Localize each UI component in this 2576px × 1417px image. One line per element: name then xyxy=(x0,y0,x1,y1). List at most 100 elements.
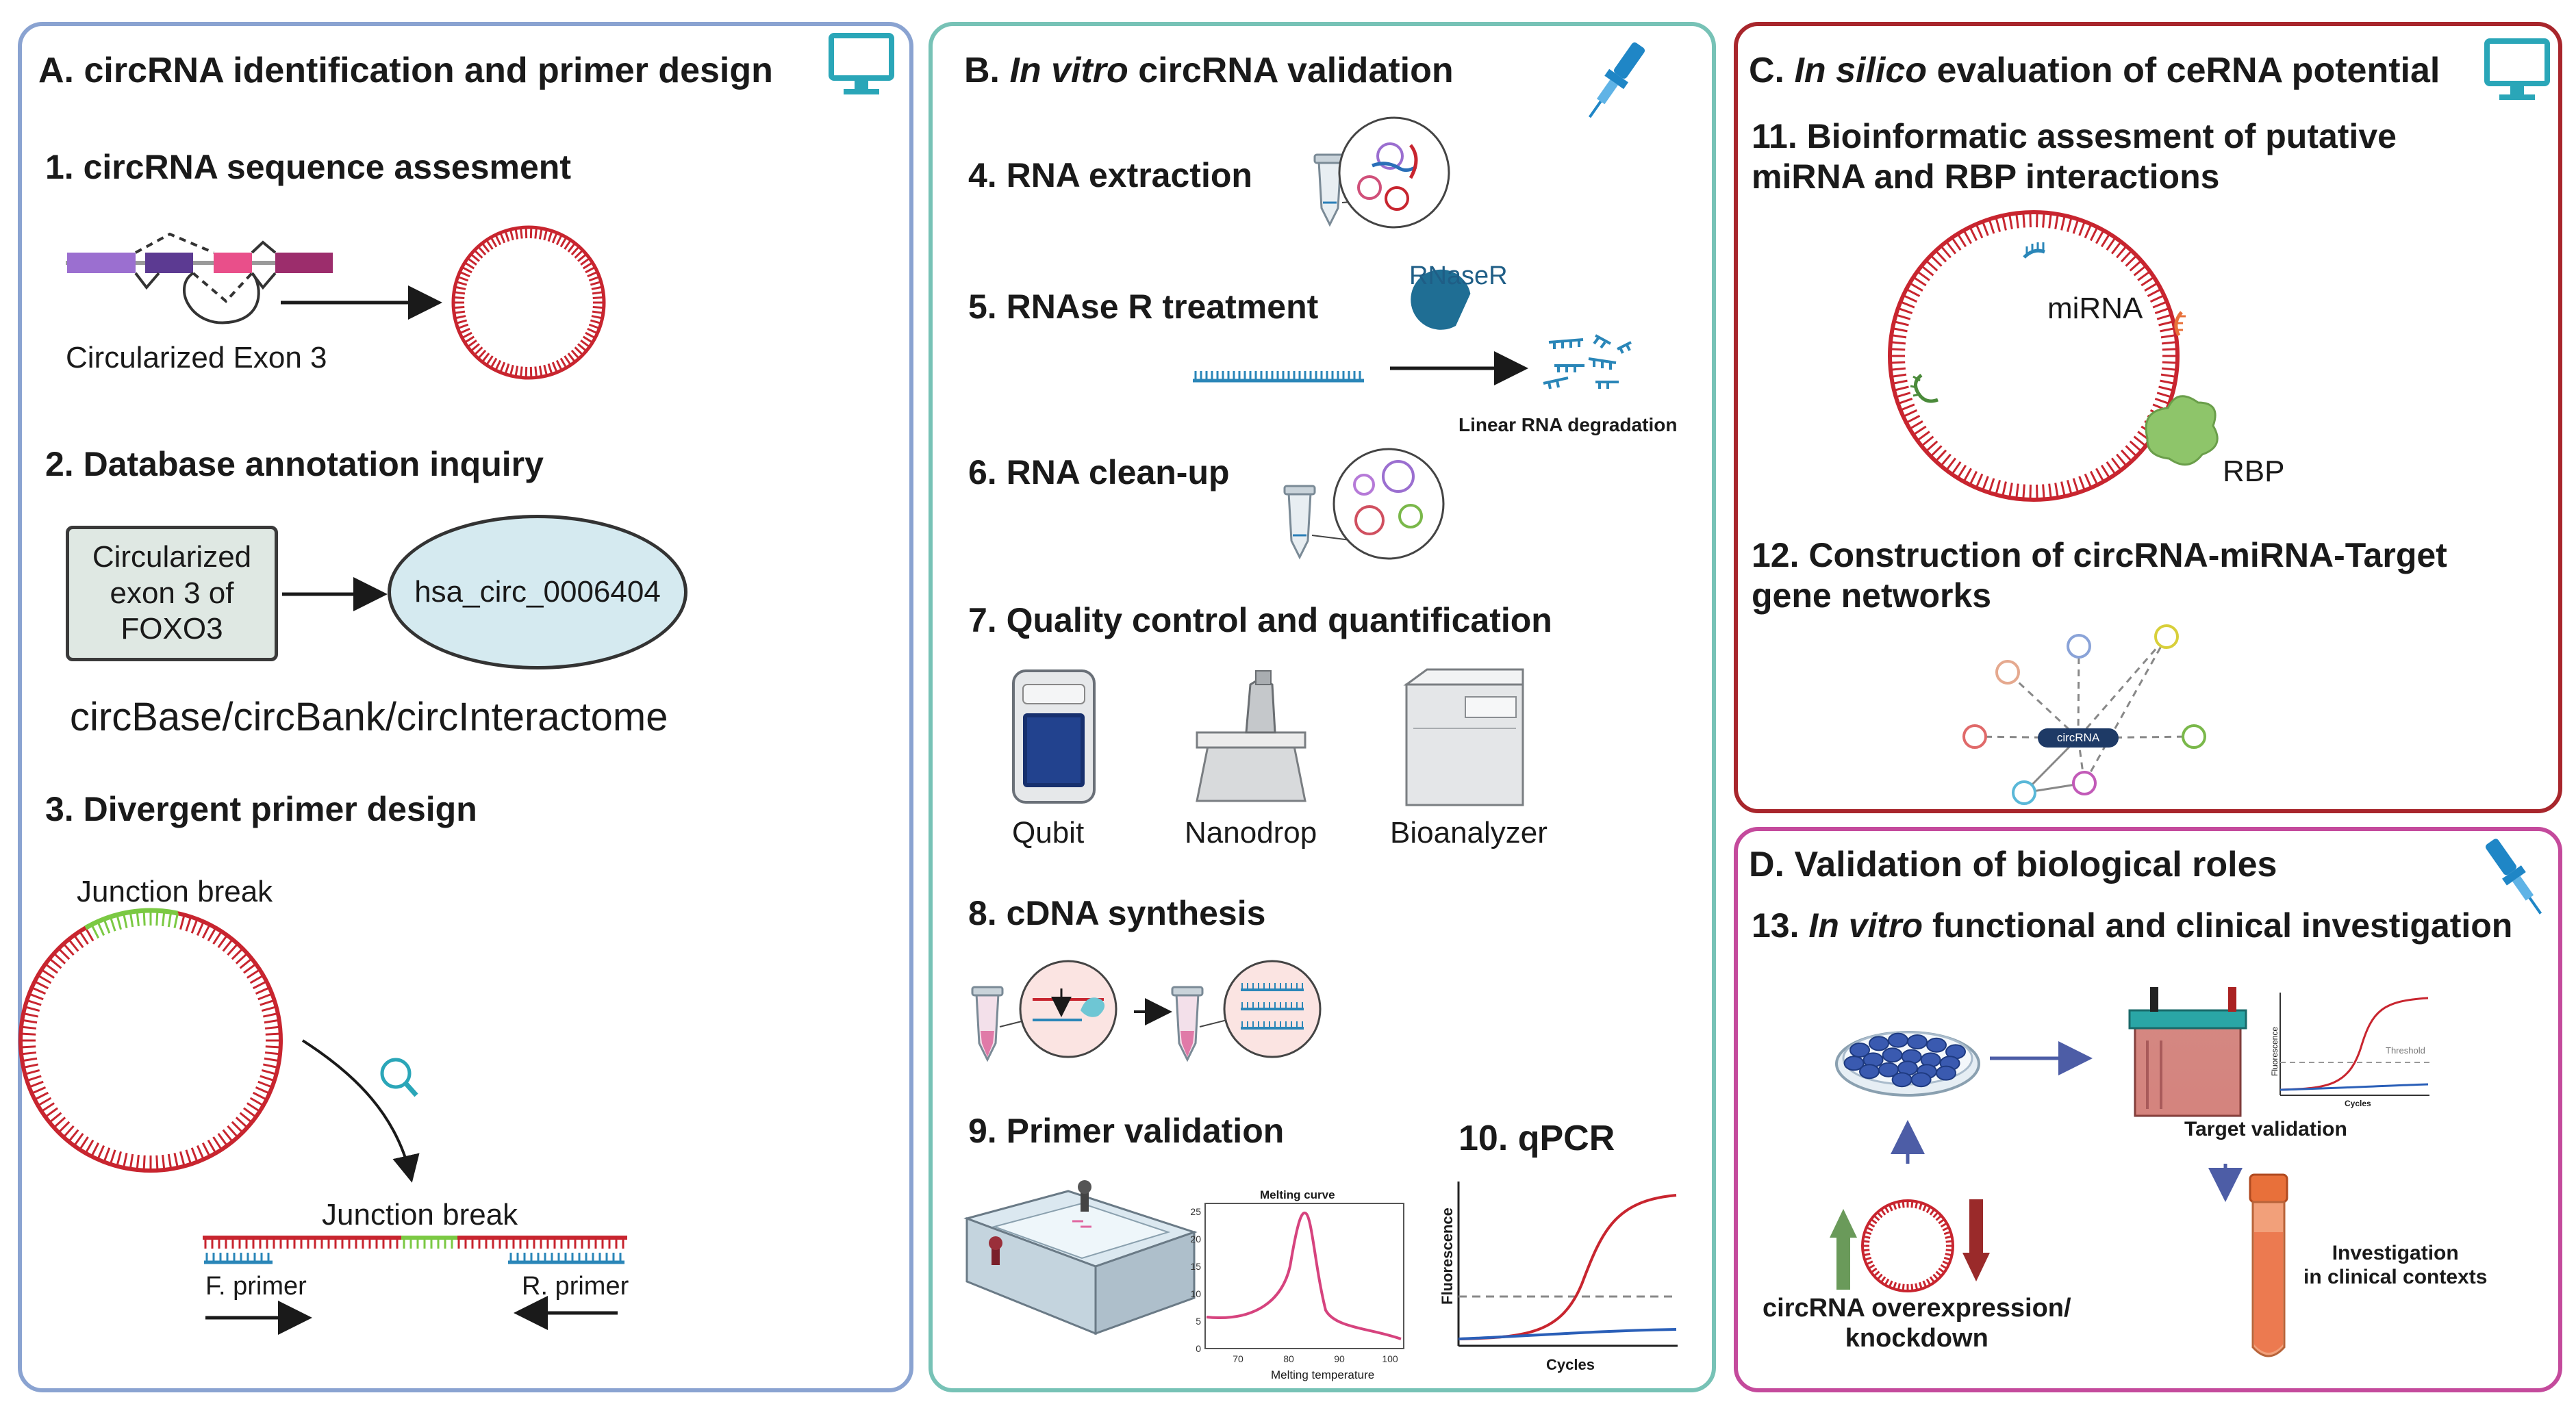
ring-tick xyxy=(2133,435,2147,447)
ring-tick xyxy=(2120,250,2133,263)
ring-tick xyxy=(525,366,528,378)
ring-tick xyxy=(1893,320,1909,327)
ring-tick xyxy=(1921,435,1934,447)
gene-network xyxy=(1962,624,2206,805)
cell xyxy=(1888,1032,1908,1048)
ring-tick xyxy=(592,291,604,295)
ring-tick xyxy=(1897,1283,1901,1290)
ring-tick xyxy=(116,1151,122,1166)
cdna-tube-2 xyxy=(1171,986,1204,1062)
ring-tick xyxy=(547,363,553,375)
ring-tick xyxy=(1962,229,1972,244)
ring-tick xyxy=(1951,237,1962,251)
melt-x-tick: 80 xyxy=(1283,1353,1294,1364)
f-primer-label: F. primer xyxy=(205,1272,307,1301)
ring-tick xyxy=(1862,1240,1870,1243)
network-node xyxy=(2012,780,2036,805)
circrna-id-oval: hsa_circ_0006404 xyxy=(388,515,687,669)
ring-tick xyxy=(1935,1271,1943,1277)
ring-tick xyxy=(235,952,249,965)
ring-tick xyxy=(2084,223,2093,239)
ring-tick xyxy=(217,934,228,948)
step-10-heading: 10. qPCR xyxy=(1459,1119,1615,1158)
ring-tick xyxy=(264,1019,279,1024)
ring-tick xyxy=(2162,361,2177,364)
network-edge xyxy=(2077,646,2080,739)
ring-tick xyxy=(255,986,270,995)
ring-tick xyxy=(1863,1253,1871,1257)
melting-x-label: Melting temperature xyxy=(1271,1368,1375,1381)
ring-tick xyxy=(45,963,58,974)
ring-tick xyxy=(212,930,223,945)
ring-tick xyxy=(103,919,111,934)
ring-tick xyxy=(1890,341,1906,345)
ring-tick xyxy=(2158,385,2174,392)
ring-tick xyxy=(2089,227,2099,242)
ring-tick xyxy=(543,364,548,376)
ring-tick xyxy=(58,1121,71,1134)
ring-tick xyxy=(1917,431,1930,442)
qpcr-y-label: Fluorescence xyxy=(1439,1208,1456,1305)
ring-tick xyxy=(588,323,600,330)
ring-tick xyxy=(481,353,490,363)
petri-dish-cells xyxy=(1835,1031,1980,1097)
ring-tick xyxy=(1864,1231,1872,1236)
ring-tick xyxy=(1943,1231,1952,1236)
ring-tick xyxy=(490,236,498,248)
ring-tick xyxy=(588,275,600,282)
ring-tick xyxy=(1945,1240,1953,1243)
ring-tick xyxy=(231,947,244,960)
ring-tick xyxy=(45,1107,58,1118)
ring-tick xyxy=(525,227,528,239)
network-edge xyxy=(2006,671,2080,739)
ring-tick xyxy=(1995,216,2002,232)
ring-tick xyxy=(564,355,572,366)
ring-tick xyxy=(490,357,498,369)
gel-tank-icon xyxy=(2128,987,2247,1117)
ring-tick xyxy=(196,921,205,936)
ring-tick xyxy=(1975,223,1984,239)
ring-tick xyxy=(577,343,588,352)
rbp-protein xyxy=(2145,395,2219,466)
ring-tick xyxy=(37,1097,52,1107)
arrow-step3 xyxy=(301,1039,420,1183)
rnase-r-enzyme xyxy=(1411,269,1471,330)
ring-tick xyxy=(263,1012,279,1018)
ring-tick xyxy=(2078,476,2086,491)
ring-tick xyxy=(455,281,468,286)
ring-tick xyxy=(29,993,44,1001)
ring-tick xyxy=(247,969,261,979)
ring-tick xyxy=(1902,409,1918,418)
ring-tick xyxy=(459,327,470,335)
ring-tick xyxy=(520,227,523,239)
ring-tick xyxy=(1890,361,1906,364)
ring-tick xyxy=(263,1063,279,1069)
step-9-heading: 9. Primer validation xyxy=(968,1112,1285,1150)
ring-tick xyxy=(570,349,580,359)
exon-strip xyxy=(66,232,333,324)
ring-tick xyxy=(2095,229,2105,244)
ring-tick xyxy=(2161,367,2177,371)
ring-tick xyxy=(574,346,584,356)
ring-tick xyxy=(477,246,487,256)
ring-tick xyxy=(1873,1214,1880,1221)
ring-tick xyxy=(196,1145,205,1160)
ring-tick xyxy=(1932,1211,1939,1218)
ring-tick xyxy=(567,353,576,363)
mirna-binders xyxy=(1910,242,2186,403)
ring-tick xyxy=(1906,415,1921,424)
ring-tick xyxy=(470,253,480,262)
ring-tick xyxy=(2100,464,2111,479)
ring-tick xyxy=(2141,276,2155,287)
ring-tick xyxy=(2156,314,2172,320)
ring-tick xyxy=(494,359,502,371)
ring-tick xyxy=(1902,1201,1905,1208)
junction-break-top-label: Junction break xyxy=(77,875,273,908)
ring-tick xyxy=(2154,307,2170,315)
ring-tick xyxy=(1888,1280,1893,1288)
panel-a xyxy=(18,22,913,1392)
ring-tick xyxy=(1956,464,1967,479)
database-names: circBase/circBank/circInteractome xyxy=(70,695,668,739)
ring-tick xyxy=(1870,1218,1878,1225)
magnifier-icon xyxy=(380,1058,418,1097)
